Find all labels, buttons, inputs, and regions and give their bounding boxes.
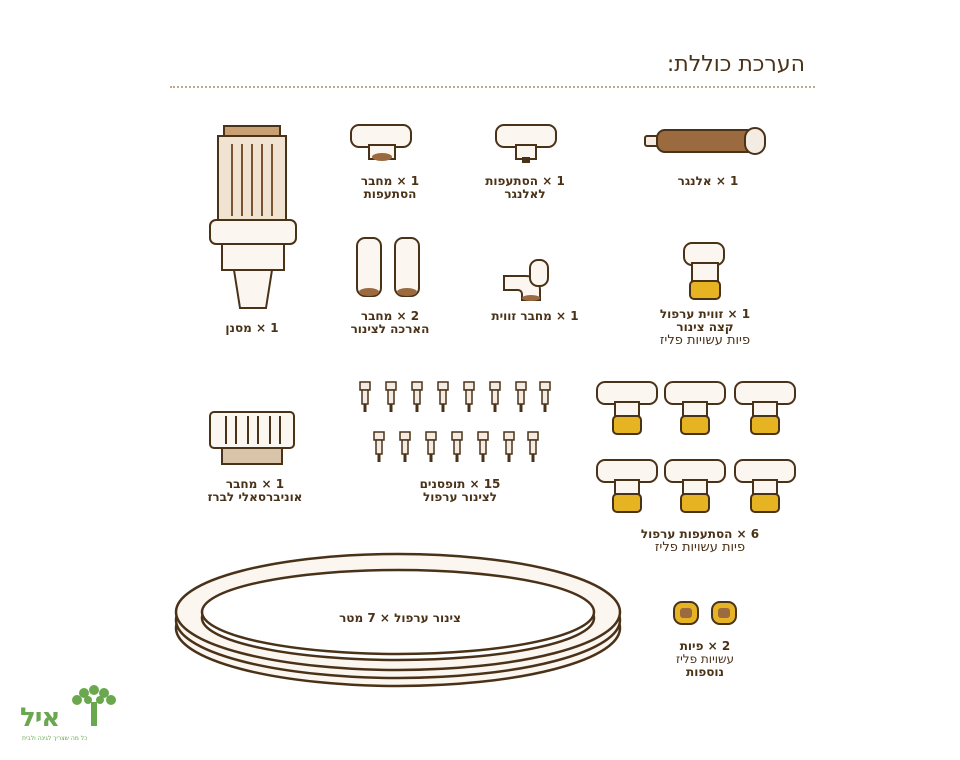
elongator-branch-label: 1 × הסתעפות לאלנגר bbox=[485, 174, 565, 201]
universal-connector-label: 1 × מחבר אוניברסאלי לברז bbox=[207, 477, 303, 504]
page-title: הערכת כוללת: bbox=[666, 52, 805, 77]
elbow-connector-label: 1 × מחבר זווית bbox=[491, 309, 579, 323]
plugs-icon bbox=[359, 381, 551, 463]
mist-branches-icon bbox=[596, 381, 796, 513]
tree-logo-icon bbox=[72, 685, 116, 726]
mist-elbow-icon bbox=[683, 242, 725, 300]
universal-connector-icon bbox=[209, 411, 295, 465]
logo-text: איל bbox=[20, 703, 60, 733]
title-divider bbox=[170, 86, 815, 88]
elongator-icon bbox=[644, 127, 766, 155]
elbow-connector-icon bbox=[503, 259, 549, 301]
nozzles-icon bbox=[673, 601, 737, 625]
extension-connector-icon bbox=[356, 237, 420, 297]
branch-connector-icon bbox=[350, 124, 412, 161]
extension-connector-label: 2 × מחבר הארכה לצינור bbox=[350, 309, 430, 336]
branch-connector-label: 1 × מחבר הסתעפות bbox=[360, 174, 420, 201]
mist-branches-label: 6 × הסתעפות ערפול פיות עשויות פליז bbox=[640, 527, 760, 555]
filter-label: 1 × מסנן bbox=[225, 321, 279, 335]
filter-icon bbox=[209, 125, 297, 309]
hose-label: צינור ערפול × 7 מטר bbox=[339, 611, 461, 625]
elongator-branch-icon bbox=[495, 124, 557, 163]
nozzles-label: 2 × פיות עשויות פליז נוספות bbox=[675, 639, 735, 679]
mist-elbow-label: 1 × זווית ערפול קצה צינור פיות עשויות פל… bbox=[659, 307, 751, 348]
elongator-label: 1 × אלנגר bbox=[677, 174, 739, 188]
plugs-label: 15 × תופסנים לצינור ערפול bbox=[419, 477, 501, 504]
logo-tagline: כל מה שצריך לגינה ולבית bbox=[22, 735, 88, 742]
hose-icon bbox=[174, 552, 622, 688]
